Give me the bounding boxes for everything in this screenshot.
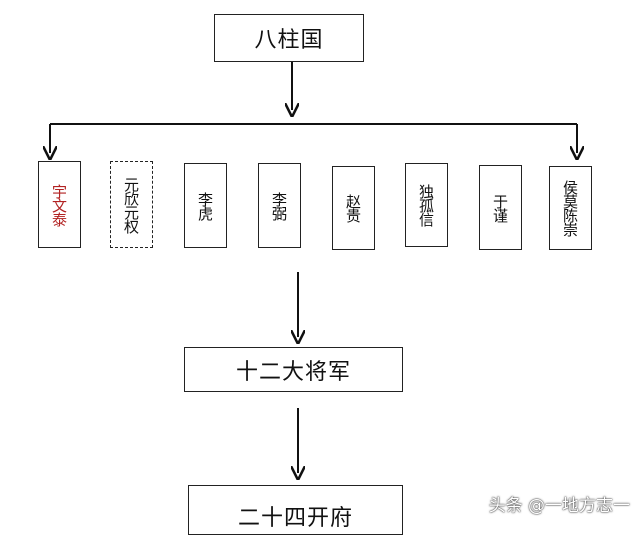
pillar-box-7: 于谨 bbox=[479, 165, 522, 250]
pillar-box-8: 侯莫陈崇 bbox=[549, 166, 592, 250]
watermark: 头条 @一地方志一 bbox=[489, 491, 630, 516]
pillar-box-6: 独孤信 bbox=[405, 163, 448, 247]
org-diagram: 八柱国 宇文泰 元欣元权 李虎 李弼 赵贵 独孤信 于谨 侯莫陈崇 十二大将军 … bbox=[0, 14, 640, 535]
pillar-label-7: 于谨 bbox=[491, 193, 509, 222]
pillar-label-5: 赵贵 bbox=[344, 194, 362, 222]
eight-pillars-label: 八柱国 bbox=[254, 28, 324, 53]
eight-pillars-box: 八柱国 bbox=[214, 14, 364, 62]
pillar-label-2: 元欣元权 bbox=[122, 176, 140, 233]
pillar-box-1: 宇文泰 bbox=[38, 161, 81, 248]
pillar-box-4: 李弼 bbox=[258, 163, 301, 248]
twelve-generals-box: 十二大将军 bbox=[184, 347, 403, 392]
pillar-box-5: 赵贵 bbox=[332, 166, 375, 250]
connector-lines bbox=[0, 62, 640, 522]
pillar-box-3: 李虎 bbox=[184, 163, 227, 248]
twelve-generals-label: 十二大将军 bbox=[235, 359, 351, 385]
watermark-label: 头条 @一地方志一 bbox=[488, 496, 630, 516]
pillar-label-3: 李虎 bbox=[196, 191, 214, 220]
pillar-label-6: 独孤信 bbox=[417, 184, 435, 226]
twenty-four-box: 二十四开府 bbox=[188, 485, 403, 535]
pillar-label-4: 李弼 bbox=[270, 191, 288, 220]
twenty-four-label: 二十四开府 bbox=[237, 506, 353, 531]
pillar-label-1: 宇文泰 bbox=[50, 183, 68, 226]
pillar-label-8: 侯莫陈崇 bbox=[561, 180, 579, 236]
pillar-box-2: 元欣元权 bbox=[110, 161, 153, 248]
